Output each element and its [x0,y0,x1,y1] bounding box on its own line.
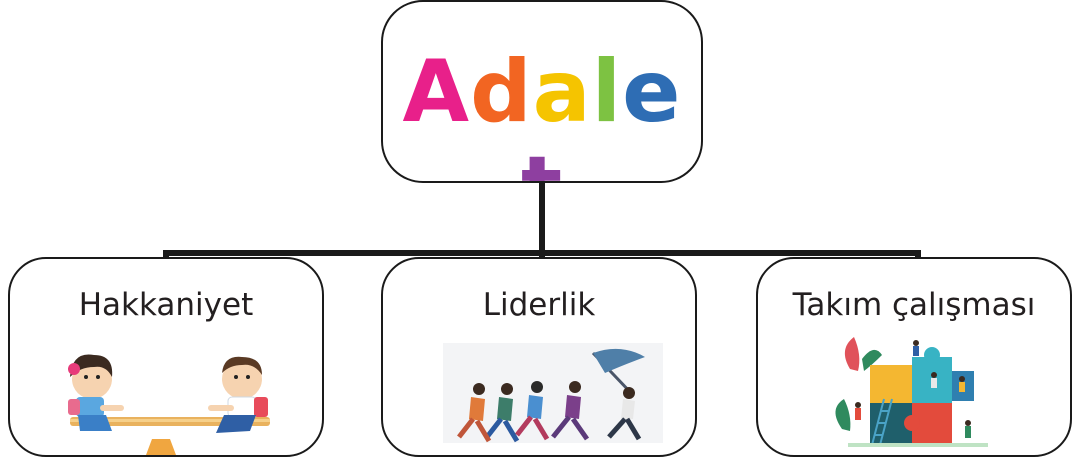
child-node-liderlik: Liderlik [381,257,697,457]
child-label-takim-calismasi: Takım çalışması [792,287,1036,323]
root-title: Adale t [383,42,701,181]
child-node-hakkaniyet: Hakkaniyet [8,257,324,457]
root-node: Adale t [381,0,703,183]
root-title-letter: a [532,42,592,142]
root-title-letter: d [470,42,533,142]
root-title-letter: t [521,140,563,181]
child-label-liderlik: Liderlik [482,287,596,323]
runners-leader-illustration [443,343,663,443]
puzzle-teamwork-illustration [835,337,988,447]
root-title-letter: e [622,42,682,142]
root-title-letter: A [402,42,471,142]
seesaw-children-illustration [68,354,270,455]
child-node-takim-calismasi: Takım çalışması [756,257,1072,457]
root-title-letter: l [591,42,623,142]
child-label-hakkaniyet: Hakkaniyet [78,287,254,323]
